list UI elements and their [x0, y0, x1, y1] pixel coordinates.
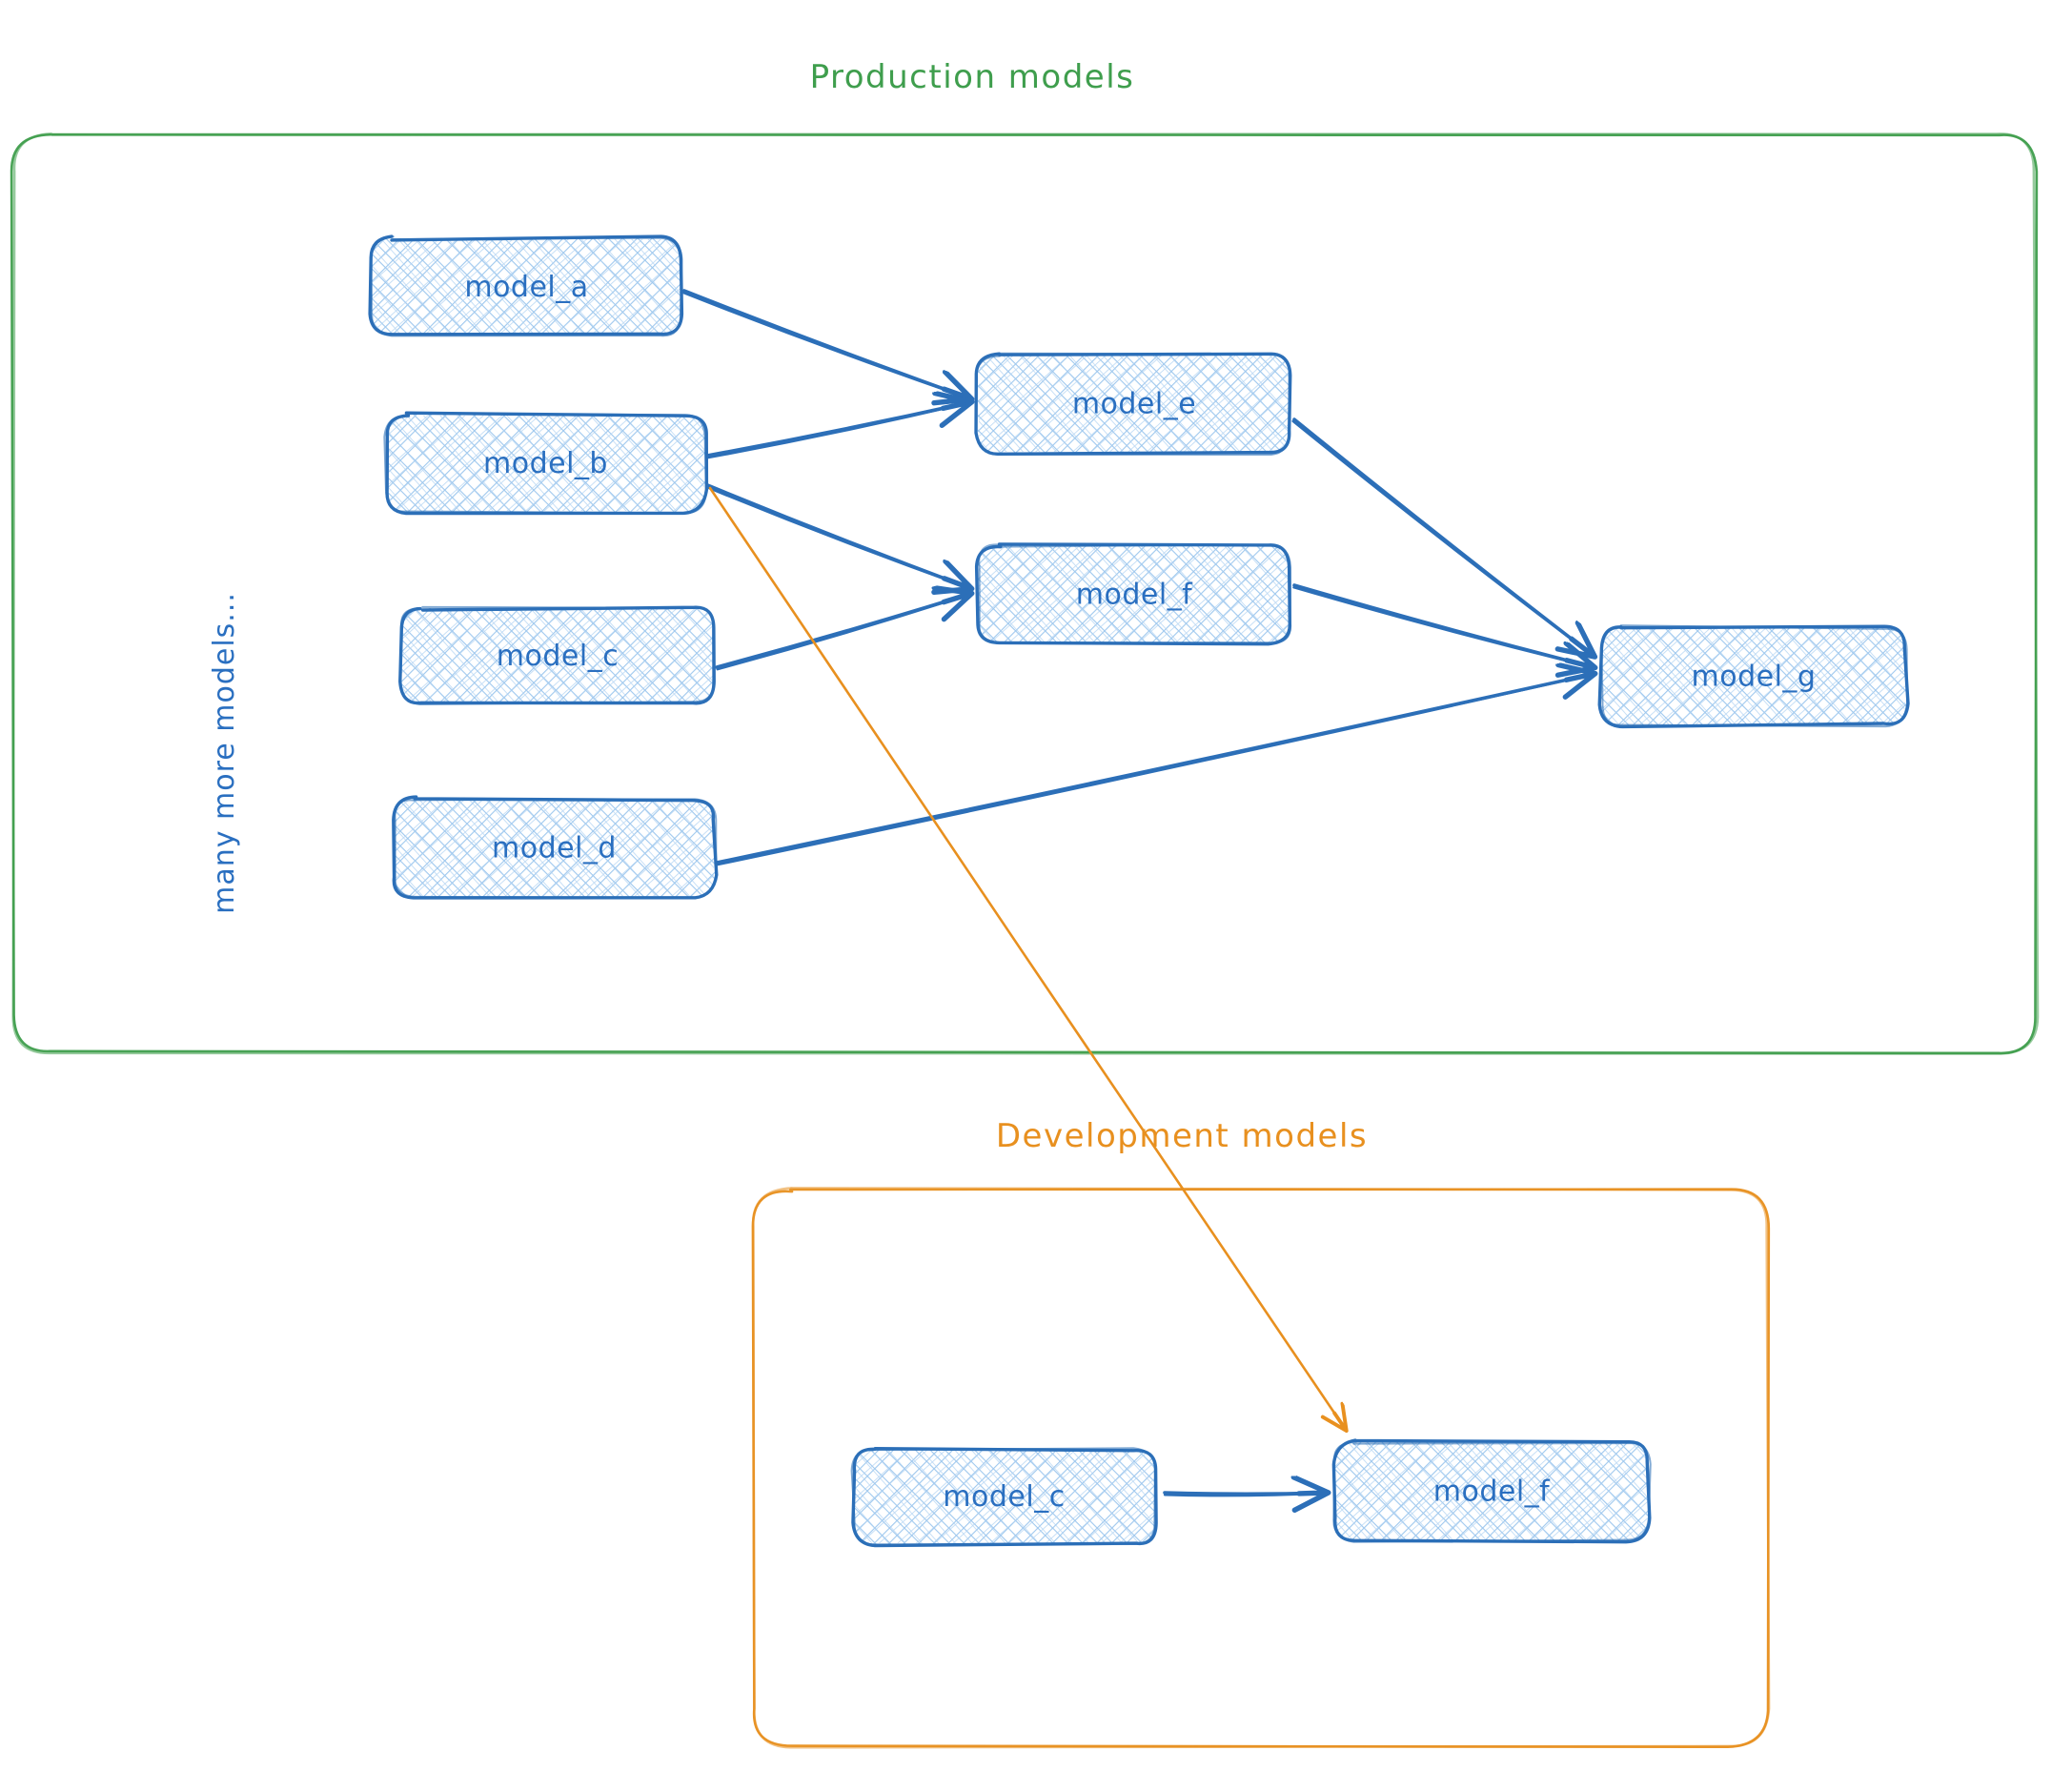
node-label-dev_model_f: model_f: [1433, 1476, 1551, 1509]
edge-line: [706, 401, 972, 459]
group-development: [751, 1187, 1771, 1749]
node-prod_model_c[interactable]: [398, 605, 716, 706]
node-hatch-fill-secondary: [979, 546, 1290, 642]
edge-f-to-g[interactable]: [1292, 583, 1595, 669]
edge-line: [705, 402, 970, 458]
edge-line: [715, 594, 970, 669]
node-border: [398, 605, 715, 706]
edge-line: [708, 486, 1346, 1430]
edge-line: [1163, 1492, 1329, 1497]
edge-line: [682, 292, 971, 400]
edge-a-to-e[interactable]: [682, 289, 971, 400]
node-border: [850, 1447, 1156, 1546]
node-border: [370, 235, 683, 337]
node-border: [978, 543, 1292, 644]
node-prod_model_a[interactable]: [368, 234, 684, 337]
node-label-prod_model_d: model_d: [492, 832, 617, 865]
edge-line: [703, 482, 970, 588]
edge-line: [1291, 419, 1595, 658]
node-border: [975, 352, 1290, 456]
edge-b-to-f[interactable]: [703, 482, 971, 590]
edge-line: [1292, 417, 1594, 656]
node-prod_model_d[interactable]: [392, 795, 719, 900]
edge-line: [703, 485, 971, 590]
edge-c-to-f[interactable]: [715, 593, 972, 671]
node-dev_model_f[interactable]: [1331, 1438, 1652, 1544]
node-hatch-fill-secondary: [387, 416, 704, 511]
node-hatch-fill-secondary: [854, 1450, 1154, 1543]
node-label-prod_model_f: model_f: [1076, 579, 1193, 612]
node-label-prod_model_b: model_b: [483, 447, 608, 480]
model-nodes: [368, 234, 1910, 1548]
node-label-prod_model_c: model_c: [497, 640, 619, 673]
group-border: [11, 132, 2040, 1055]
node-border: [394, 798, 718, 900]
node-prod_model_g[interactable]: [1597, 624, 1910, 729]
node-hatch-fill-secondary: [1335, 1443, 1648, 1539]
node-border: [974, 542, 1292, 646]
node-label-dev_model_c: model_c: [943, 1480, 1065, 1514]
node-hatch-fill-secondary: [401, 609, 714, 702]
node-prod_model_b[interactable]: [383, 411, 709, 516]
edge-line: [1292, 586, 1595, 669]
edge-dev-c-to-dev-f[interactable]: [1163, 1492, 1329, 1497]
node-hatch-fill-secondary: [979, 356, 1290, 452]
group-containers: [10, 132, 2040, 1749]
node-border: [1332, 1441, 1652, 1543]
edge-line: [716, 593, 972, 671]
node-prod_model_f[interactable]: [974, 542, 1292, 646]
node-label-prod_model_e: model_e: [1072, 388, 1196, 421]
node-hatch-fill-secondary: [1602, 628, 1905, 724]
edge-line: [716, 673, 1595, 866]
node-prod_model_e[interactable]: [974, 352, 1292, 457]
node-hatch-fill-secondary: [373, 239, 681, 335]
edge-line: [1292, 583, 1594, 667]
text-labels: model_a model_b model_c model_d model_emodel…: [208, 58, 1816, 1514]
node-hatch-fill-secondary: [395, 800, 714, 896]
group-production: [10, 132, 2040, 1055]
group-border: [752, 1187, 1771, 1749]
edge-b-to-e[interactable]: [705, 401, 972, 459]
edge-e-to-g[interactable]: [1291, 417, 1595, 658]
group-title-development: Development models: [996, 1117, 1368, 1155]
edge-line: [715, 674, 1594, 865]
edge-connectors: [682, 289, 1595, 1497]
group-title-production: Production models: [810, 58, 1135, 96]
node-border: [383, 413, 707, 515]
edge-b-to-dev-f[interactable]: [708, 486, 1346, 1430]
node-label-prod_model_a: model_a: [464, 271, 588, 304]
side-label-many-more-models: many more models...: [208, 592, 241, 914]
edge-line: [682, 289, 970, 398]
edge-d-to-g[interactable]: [715, 673, 1595, 866]
node-label-prod_model_g: model_g: [1692, 661, 1817, 694]
node-border: [1600, 624, 1909, 728]
node-dev_model_c[interactable]: [850, 1447, 1158, 1548]
